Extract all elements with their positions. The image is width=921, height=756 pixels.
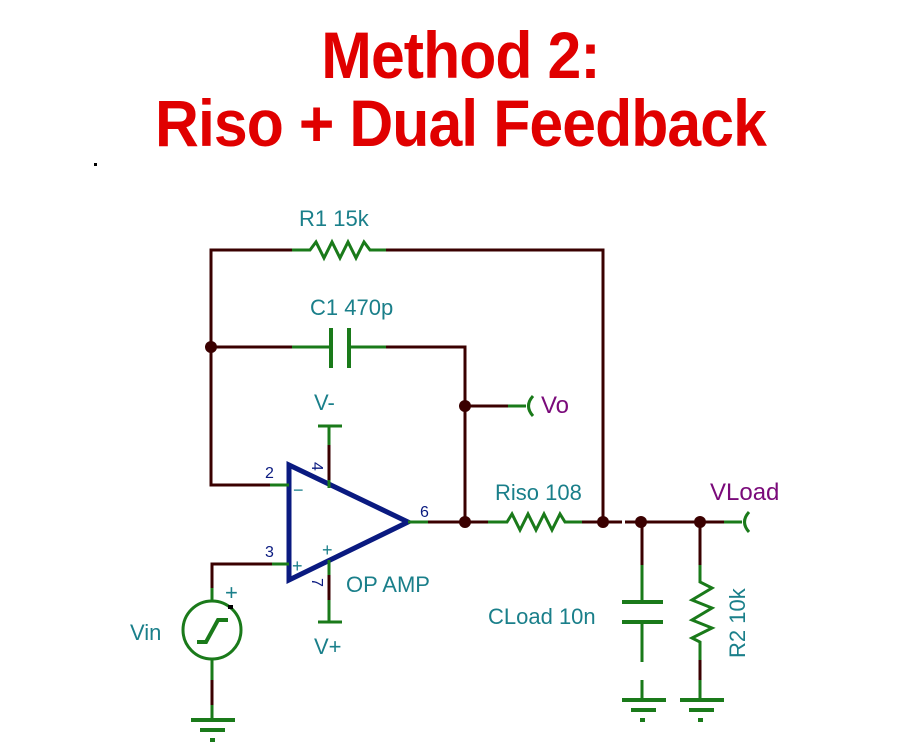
opamp[interactable] [270, 424, 428, 624]
resistor-riso[interactable] [488, 510, 582, 534]
ground-icon [640, 718, 645, 722]
capacitor-cload[interactable] [622, 565, 666, 722]
resistor-r1[interactable] [292, 238, 386, 262]
net-terminal-icon [743, 510, 751, 534]
wire-c1-right [386, 345, 467, 522]
capacitor-c1[interactable] [292, 328, 386, 368]
junction-node [694, 516, 706, 528]
step-icon [197, 618, 228, 644]
resistor-zigzag [488, 510, 582, 534]
junction-node [459, 516, 471, 528]
pin-6-label: 6 [420, 504, 429, 521]
resistor-r2[interactable] [680, 565, 724, 722]
title-line-2: Riso + Dual Feedback [155, 86, 767, 160]
junction-node [635, 516, 647, 528]
vplus-label: V+ [314, 634, 342, 659]
pin-2-label: 2 [265, 465, 274, 482]
opamp-inv-symbol: − [293, 480, 304, 500]
resistor-zigzag [292, 238, 386, 262]
stray-dot [94, 163, 97, 166]
net-vload[interactable] [724, 510, 751, 534]
polarity-marker [228, 605, 233, 609]
vin-label: Vin [130, 620, 161, 645]
wire-r1-left [209, 248, 292, 347]
pin-4-label: 4 [308, 462, 325, 471]
opamp-triangle [286, 461, 414, 584]
opamp-noninv-symbol: + [292, 556, 303, 576]
junction-node [597, 516, 609, 528]
ground-icon [698, 718, 703, 722]
voltage-source-vin[interactable] [181, 588, 243, 742]
vo-label: Vo [541, 392, 569, 419]
net-terminal-icon [527, 394, 535, 418]
opamp-vplus-symbol: + [322, 540, 333, 560]
r1-label: R1 15k [299, 206, 370, 231]
resistor-zigzag [688, 565, 716, 660]
junction-node [459, 400, 471, 412]
ground-icon [210, 738, 215, 742]
vin-polarity: + [225, 580, 238, 605]
c1-label: C1 470p [310, 295, 393, 320]
pin-7-label: 7 [308, 578, 325, 587]
vminus-label: V- [314, 390, 335, 415]
vload-label: VLoad [710, 479, 779, 506]
junction-node [205, 341, 217, 353]
riso-label: Riso 108 [495, 480, 582, 505]
opamp-label: OP AMP [346, 572, 430, 597]
junctions [205, 341, 706, 528]
pin-3-label: 3 [265, 544, 274, 561]
wire-noninv-input [210, 562, 272, 588]
r2-label: R2 10k [725, 587, 750, 658]
title-line-1: Method 2: [321, 18, 600, 92]
net-vo[interactable] [508, 394, 535, 418]
wire-inv-input [209, 347, 270, 487]
cload-label: CLoad 10n [488, 604, 596, 629]
wire-r1-right [386, 248, 605, 522]
